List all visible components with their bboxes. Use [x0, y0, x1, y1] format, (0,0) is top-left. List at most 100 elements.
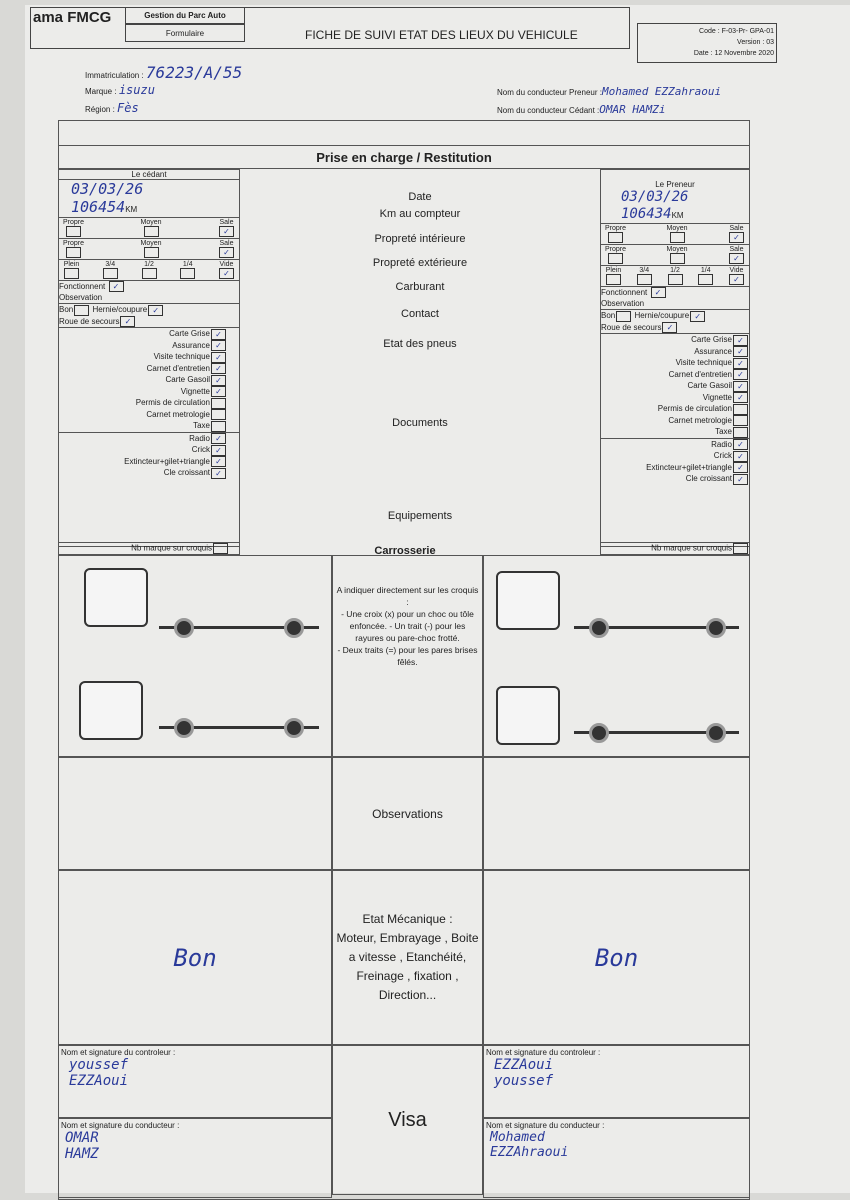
- list-item: Extincteur+gilet+triangle✓: [601, 462, 749, 474]
- contact-checkbox[interactable]: ✓: [108, 281, 124, 293]
- option-label: Moyen: [666, 225, 688, 232]
- roue-checkbox[interactable]: ✓: [662, 322, 678, 334]
- bon-checkbox[interactable]: [74, 304, 90, 316]
- option-label: 1/4: [182, 261, 193, 268]
- controleur-preneur-signature: EZZAoui youssef: [494, 1057, 554, 1089]
- hernie-checkbox[interactable]: ✓: [148, 304, 164, 316]
- option-2: 1/2: [141, 261, 158, 279]
- item-checkbox[interactable]: ✓: [211, 467, 226, 479]
- item-checkbox[interactable]: ✓: [733, 334, 748, 346]
- item-checkbox[interactable]: [211, 409, 226, 421]
- item-checkbox[interactable]: ✓: [211, 374, 226, 386]
- option-checkbox[interactable]: [636, 274, 652, 285]
- option-3: 1/4: [697, 267, 714, 285]
- preneur-observations[interactable]: [483, 757, 750, 870]
- option-0: Plein: [63, 261, 80, 279]
- option-checkbox[interactable]: [143, 226, 159, 237]
- item-checkbox[interactable]: ✓: [211, 363, 226, 375]
- option-checkbox[interactable]: [669, 232, 685, 243]
- option-label: Vide: [729, 267, 744, 274]
- option-checkbox[interactable]: ✓: [219, 247, 234, 258]
- preneur-equip: Radio✓Crick✓Extincteur+gilet+triangle✓Cl…: [601, 439, 749, 485]
- preneur-field: Nom du conducteur Preneur :Mohamed EZZah…: [497, 85, 721, 98]
- item-label: Taxe: [715, 427, 732, 437]
- item-checkbox[interactable]: ✓: [733, 439, 748, 451]
- item-checkbox[interactable]: ✓: [733, 357, 748, 369]
- option-checkbox[interactable]: [608, 232, 623, 243]
- option-checkbox[interactable]: ✓: [729, 253, 744, 264]
- option-checkbox[interactable]: [667, 274, 683, 285]
- option-checkbox[interactable]: [669, 253, 685, 264]
- option-checkbox[interactable]: [180, 268, 196, 279]
- list-item: Radio✓: [601, 439, 749, 451]
- row-carrosserie: Carrosserie: [374, 545, 436, 557]
- option-label: Plein: [605, 267, 622, 274]
- option-checkbox[interactable]: [64, 268, 79, 279]
- item-checkbox[interactable]: [211, 420, 226, 432]
- item-label: Extincteur+gilet+triangle: [646, 462, 732, 472]
- hernie-checkbox[interactable]: ✓: [690, 310, 706, 322]
- cedant-observations[interactable]: [58, 757, 332, 870]
- option-checkbox[interactable]: [608, 253, 623, 264]
- item-checkbox[interactable]: ✓: [211, 340, 226, 352]
- option-checkbox[interactable]: ✓: [219, 226, 234, 237]
- item-label: Crick: [191, 445, 210, 455]
- option-checkbox[interactable]: [143, 247, 159, 258]
- bon-label: Bon: [601, 311, 616, 321]
- option-checkbox[interactable]: [698, 274, 714, 285]
- option-1: Moyen: [667, 246, 688, 264]
- bon-checkbox[interactable]: [616, 310, 632, 322]
- nb-marque-checkbox[interactable]: [213, 543, 228, 554]
- row-prop-int: Propreté intérieure: [374, 233, 466, 245]
- option-checkbox[interactable]: [141, 268, 157, 279]
- cedant-mecanique: Bon: [58, 870, 332, 1045]
- item-label: Permis de circulation: [135, 398, 210, 408]
- item-checkbox[interactable]: ✓: [733, 392, 748, 404]
- item-checkbox[interactable]: [733, 426, 748, 438]
- preneur-conducteur[interactable]: Nom et signature du conducteur :Mohamed …: [483, 1118, 750, 1198]
- item-label: Visite technique: [153, 352, 210, 362]
- item-checkbox[interactable]: ✓: [211, 456, 226, 468]
- option-checkbox[interactable]: [66, 226, 81, 237]
- item-checkbox[interactable]: ✓: [211, 386, 226, 398]
- contact-checkbox[interactable]: ✓: [650, 287, 666, 299]
- list-item: Extincteur+gilet+triangle✓: [59, 456, 227, 468]
- item-checkbox[interactable]: ✓: [211, 433, 226, 445]
- conducteur-label: Nom et signature du conducteur :: [61, 1121, 180, 1130]
- item-checkbox[interactable]: ✓: [733, 450, 748, 462]
- item-checkbox[interactable]: ✓: [211, 444, 226, 456]
- cedant-km: 106454: [71, 198, 126, 216]
- row-contact: Contact: [401, 308, 439, 320]
- immat-value: 76223/A/55: [145, 63, 243, 82]
- item-checkbox[interactable]: ✓: [733, 346, 748, 358]
- option-checkbox[interactable]: [102, 268, 118, 279]
- controleur-label: Nom et signature du controleur :: [61, 1048, 176, 1057]
- option-checkbox[interactable]: ✓: [729, 274, 744, 285]
- option-label: 1/4: [700, 267, 711, 274]
- cedant-controleur[interactable]: Nom et signature du controleur :youssef …: [58, 1045, 332, 1118]
- option-label: Moyen: [140, 240, 162, 247]
- option-1: 3/4: [636, 267, 653, 285]
- item-checkbox[interactable]: [211, 397, 226, 409]
- roue-checkbox[interactable]: ✓: [120, 316, 136, 328]
- item-checkbox[interactable]: ✓: [733, 369, 748, 381]
- cedant-conducteur[interactable]: Nom et signature du conducteur :OMAR HAM…: [58, 1118, 332, 1198]
- list-item: Crick✓: [601, 450, 749, 462]
- nb-marque-checkbox[interactable]: [733, 543, 748, 554]
- item-checkbox[interactable]: [733, 403, 748, 415]
- item-checkbox[interactable]: [733, 415, 748, 427]
- item-checkbox[interactable]: ✓: [733, 473, 748, 485]
- option-checkbox[interactable]: ✓: [219, 268, 234, 279]
- option-checkbox[interactable]: [606, 274, 621, 285]
- observation-label: Observation: [601, 299, 645, 309]
- item-checkbox[interactable]: ✓: [211, 351, 226, 363]
- item-checkbox[interactable]: ✓: [211, 328, 226, 340]
- option-2: Sale✓: [728, 225, 745, 243]
- immat-field: Immatriculation : 76223/A/55: [85, 63, 242, 82]
- option-checkbox[interactable]: [66, 247, 81, 258]
- option-checkbox[interactable]: ✓: [729, 232, 744, 243]
- item-checkbox[interactable]: ✓: [733, 462, 748, 474]
- item-checkbox[interactable]: ✓: [733, 380, 748, 392]
- conducteur-label: Nom et signature du conducteur :: [486, 1121, 605, 1130]
- preneur-controleur[interactable]: Nom et signature du controleur :EZZAoui …: [483, 1045, 750, 1118]
